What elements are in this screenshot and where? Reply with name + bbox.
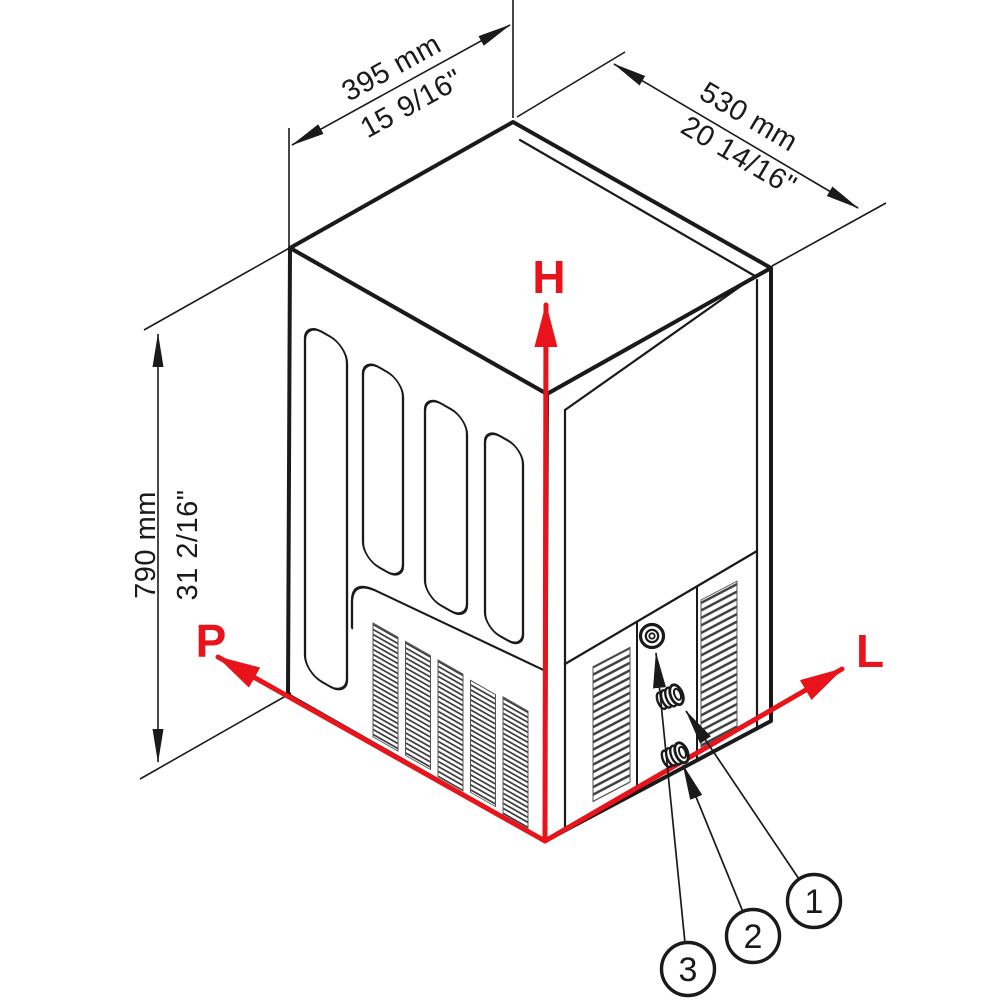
axis-p-label: P [196,615,227,667]
vent-strip-1 [372,622,399,752]
callout-leaders [653,652,800,944]
right-face-panel-seam [563,549,759,666]
callout-circle-2 [724,907,782,965]
right-vent-grille-1 [592,646,631,803]
right-face-vents [592,580,738,803]
fitting-callout-1 [655,683,685,711]
top-face-seam [518,138,757,412]
axis-l-label: L [856,625,884,677]
dim-height-metric: 790 mm [130,491,162,599]
axis-h-label: H [532,251,565,303]
dim-height-imperial: 31 2/16" [172,489,204,600]
leader-callout-2 [682,764,744,913]
ext-tick-bottom-left-corner [139,692,292,780]
dim-line-530 [613,63,859,209]
vent-strip-2 [405,640,431,771]
callout-bubbles: 1 2 3 [659,872,843,998]
door-groove-2 [361,363,405,576]
ext-tick-top-left-corner [143,245,294,331]
door-groove-1 [303,328,349,691]
door-groove-4 [483,432,525,645]
fitting-callout-3 [638,622,666,650]
door-groove-3 [423,399,469,615]
leader-callout-1 [685,710,800,880]
callout-circle-3 [659,940,717,998]
axis-p-line [215,654,548,844]
dim-line-395 [291,24,511,146]
left-face-details [303,328,548,832]
dimension-530 [516,51,887,267]
callout-number-2: 2 [744,918,763,956]
ext-line-right-corner [771,202,887,267]
vent-strip-5 [502,696,529,832]
axis-h-line [534,302,558,844]
dimension-790 [139,245,294,780]
machine-body [286,120,773,843]
fitting-callout-2 [660,741,690,769]
axis-l-line [542,666,845,844]
vent-strip-4 [470,679,496,808]
ext-line-apex-diagonal [516,51,626,118]
dimension-395 [288,0,514,251]
callout-number-3: 3 [679,951,698,989]
right-vent-grille-2 [700,580,738,748]
lower-panel-boundary [350,585,548,673]
vent-strip-3 [437,659,464,792]
axes [215,302,845,844]
leader-callout-3 [653,652,686,944]
callout-circle-1 [785,872,843,930]
fittings [638,622,690,769]
callout-number-1: 1 [805,883,824,921]
